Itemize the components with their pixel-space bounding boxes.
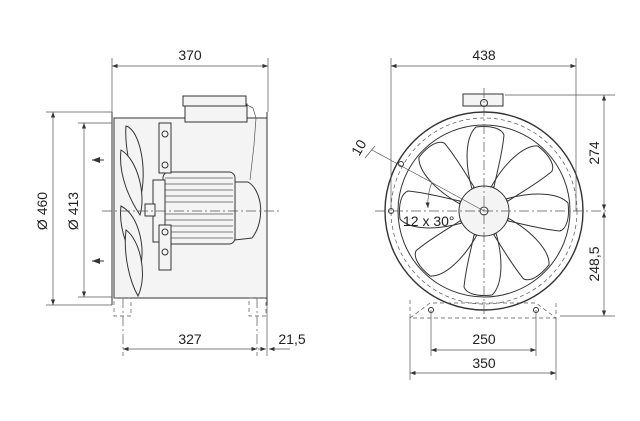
flange-hole-icon bbox=[398, 161, 404, 167]
mounting-base bbox=[409, 300, 557, 319]
impeller-blade bbox=[505, 193, 569, 232]
impeller-blade bbox=[466, 126, 505, 190]
impeller-blade bbox=[463, 232, 502, 296]
motor-shaft bbox=[144, 203, 156, 217]
label-height-above-axis: 274 bbox=[586, 141, 602, 165]
label-foot-offset: 21,5 bbox=[278, 331, 305, 347]
label-width: 438 bbox=[472, 47, 496, 63]
bolt-icon bbox=[161, 228, 169, 236]
impeller-blades bbox=[399, 126, 569, 296]
impeller-blade bbox=[399, 190, 463, 229]
angle-arc bbox=[425, 181, 433, 209]
cable bbox=[246, 104, 257, 181]
bolt-icon bbox=[161, 161, 169, 169]
bolt-icon bbox=[161, 248, 169, 256]
foot-left bbox=[113, 297, 132, 317]
impeller-blade bbox=[493, 217, 550, 281]
label-flange-hole-size: 10 bbox=[348, 137, 370, 159]
motor-body bbox=[162, 171, 236, 245]
impeller-side bbox=[120, 125, 144, 298]
label-base-width: 350 bbox=[472, 355, 496, 371]
foot-right bbox=[248, 297, 267, 317]
label-inner-diameter: Ø 413 bbox=[65, 192, 81, 230]
side-view: 370 Ø 460 Ø 413 327 21,5 bbox=[34, 47, 306, 356]
front-view: 10 12 x 30° 438 274 248,5 250 350 bbox=[348, 47, 615, 380]
label-foot-spacing: 327 bbox=[178, 331, 202, 347]
label-hole-pattern: 12 x 30° bbox=[403, 213, 455, 229]
label-hole-spacing: 250 bbox=[472, 331, 496, 347]
lower-mounting-bracket bbox=[158, 224, 172, 271]
impeller-blade bbox=[490, 145, 554, 202]
label-outer-diameter: Ø 460 bbox=[34, 192, 50, 230]
label-length: 370 bbox=[178, 47, 202, 63]
label-height-below-axis: 248,5 bbox=[586, 246, 602, 281]
motor-cooling-fins bbox=[165, 177, 233, 239]
impeller-blade bbox=[414, 220, 478, 277]
bolt-icon bbox=[161, 130, 169, 138]
terminal-box bbox=[184, 103, 248, 123]
impeller-blade bbox=[418, 141, 475, 205]
terminal-box-cover bbox=[182, 95, 247, 107]
